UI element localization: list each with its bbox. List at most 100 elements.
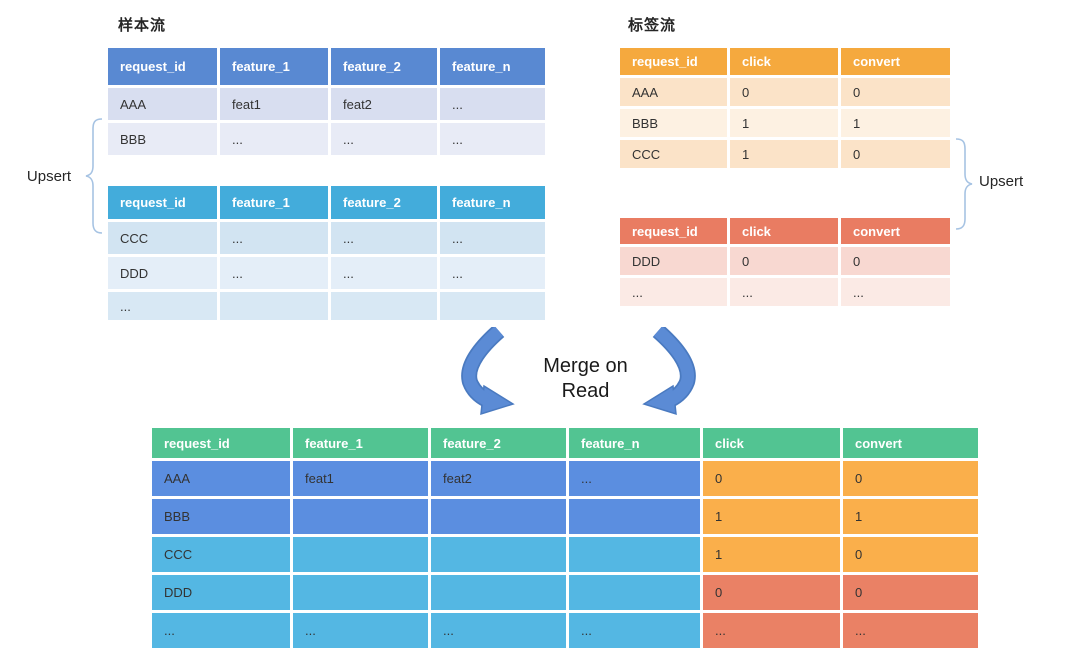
column-header-cell: convert <box>843 428 978 458</box>
column-header-cell: feature_2 <box>331 48 437 85</box>
column-header-cell: feature_1 <box>220 186 328 219</box>
table-cell <box>431 575 566 610</box>
table-cell: feat2 <box>431 461 566 496</box>
upsert-brace-left-icon <box>85 118 103 234</box>
column-header-cell: click <box>703 428 840 458</box>
upsert-label-left: Upsert <box>26 168 72 185</box>
table-cell: ... <box>431 613 566 648</box>
table-cell: 0 <box>843 575 978 610</box>
table-cell: ... <box>331 123 437 155</box>
upsert-brace-right-icon <box>955 138 973 230</box>
table-cell: BBB <box>152 499 290 534</box>
column-header-cell: convert <box>841 48 950 75</box>
table-cell: CCC <box>620 140 727 168</box>
table-cell: CCC <box>108 222 217 254</box>
column-header-cell: feature_1 <box>293 428 428 458</box>
column-header-cell: convert <box>841 218 950 244</box>
curved-arrow-right-icon <box>642 327 696 416</box>
table-cell: 1 <box>730 109 838 137</box>
table-cell: 0 <box>841 247 950 275</box>
table-cell: ... <box>331 257 437 289</box>
table-cell: feat2 <box>331 88 437 120</box>
table-cell: BBB <box>108 123 217 155</box>
table-cell: 1 <box>703 537 840 572</box>
table-cell: DDD <box>620 247 727 275</box>
table-cell <box>569 575 700 610</box>
table-cell: 0 <box>843 537 978 572</box>
table-cell: AAA <box>620 78 727 106</box>
table-cell: ... <box>440 123 545 155</box>
table-cell: 0 <box>730 78 838 106</box>
table-cell: 0 <box>841 78 950 106</box>
table-cell <box>293 537 428 572</box>
column-header-cell: request_id <box>108 186 217 219</box>
column-header-cell: feature_2 <box>431 428 566 458</box>
table-cell: BBB <box>620 109 727 137</box>
table-cell: 0 <box>841 140 950 168</box>
table-cell: ... <box>440 222 545 254</box>
table-cell <box>331 292 437 320</box>
merge-on-read-label: Merge on Read <box>513 354 658 404</box>
table-cell: ... <box>220 257 328 289</box>
column-header-cell: request_id <box>152 428 290 458</box>
curved-arrow-left-icon <box>461 327 515 416</box>
table-cell: 0 <box>703 575 840 610</box>
table-cell: ... <box>703 613 840 648</box>
table-cell: ... <box>440 257 545 289</box>
table-cell <box>431 499 566 534</box>
upsert-label-right: Upsert <box>979 173 1024 190</box>
table-cell <box>569 499 700 534</box>
column-header-cell: feature_n <box>440 48 545 85</box>
table-cell: CCC <box>152 537 290 572</box>
table-cell <box>220 292 328 320</box>
column-header-cell: request_id <box>620 48 727 75</box>
table-cell <box>293 575 428 610</box>
table-cell: AAA <box>108 88 217 120</box>
sample-stream-title: 样本流 <box>118 17 167 34</box>
column-header-cell: feature_n <box>440 186 545 219</box>
table-cell: feat1 <box>220 88 328 120</box>
table-cell: 0 <box>703 461 840 496</box>
table-cell: AAA <box>152 461 290 496</box>
table-cell: ... <box>569 461 700 496</box>
merge-label-line-2: Read <box>561 380 610 402</box>
table-cell: DDD <box>152 575 290 610</box>
table-cell: feat1 <box>293 461 428 496</box>
table-cell: ... <box>569 613 700 648</box>
column-header-cell: request_id <box>108 48 217 85</box>
table-cell: 1 <box>730 140 838 168</box>
label-stream-title: 标签流 <box>628 17 677 34</box>
table-cell: ... <box>620 278 727 306</box>
column-header-cell: feature_1 <box>220 48 328 85</box>
table-cell <box>293 499 428 534</box>
column-header-cell: request_id <box>620 218 727 244</box>
table-cell: ... <box>841 278 950 306</box>
table-cell: ... <box>108 292 217 320</box>
column-header-cell: feature_2 <box>331 186 437 219</box>
column-header-cell: click <box>730 218 838 244</box>
table-cell: DDD <box>108 257 217 289</box>
table-cell: 0 <box>843 461 978 496</box>
table-cell: ... <box>440 88 545 120</box>
table-cell: 1 <box>703 499 840 534</box>
table-cell: ... <box>220 222 328 254</box>
table-cell: ... <box>843 613 978 648</box>
column-header-cell: feature_n <box>569 428 700 458</box>
table-cell: ... <box>152 613 290 648</box>
table-cell: ... <box>331 222 437 254</box>
table-cell: 1 <box>841 109 950 137</box>
merge-label-line-1: Merge on <box>543 355 628 377</box>
table-cell: ... <box>220 123 328 155</box>
table-cell: ... <box>730 278 838 306</box>
table-cell <box>440 292 545 320</box>
table-cell <box>569 537 700 572</box>
table-cell <box>431 537 566 572</box>
table-cell: ... <box>293 613 428 648</box>
table-cell: 1 <box>843 499 978 534</box>
column-header-cell: click <box>730 48 838 75</box>
